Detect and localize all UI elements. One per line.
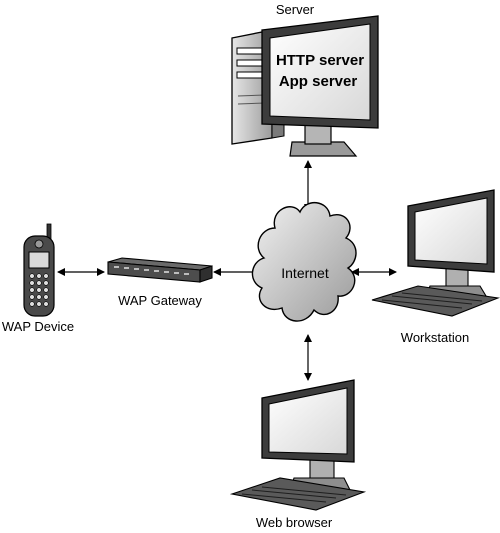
wap-device-label: WAP Device bbox=[2, 319, 74, 334]
workstation-monitor-icon bbox=[407, 189, 495, 297]
workstation-node: Workstation bbox=[371, 189, 500, 345]
wap-gateway-label: WAP Gateway bbox=[118, 293, 202, 308]
server-label: Server bbox=[276, 2, 315, 17]
workstation-label: Workstation bbox=[401, 330, 469, 345]
server-screen-line2: App server bbox=[279, 73, 358, 90]
web-browser-label: Web browser bbox=[256, 515, 333, 530]
phone-icon bbox=[23, 223, 55, 317]
web-browser-node: Web browser bbox=[229, 379, 367, 530]
server-monitor-icon bbox=[261, 15, 379, 157]
internet-label: Internet bbox=[281, 265, 329, 281]
cloud-icon bbox=[251, 202, 357, 322]
internet-node: Internet bbox=[251, 202, 357, 322]
wap-device-node: WAP Device bbox=[2, 223, 74, 334]
gateway-box-icon bbox=[107, 257, 213, 283]
server-screen-line1: HTTP server bbox=[276, 52, 364, 69]
browser-keyboard-icon bbox=[229, 477, 367, 511]
wap-gateway-node: WAP Gateway bbox=[107, 257, 213, 308]
server-node: Server HTTP server App server bbox=[231, 2, 379, 157]
browser-monitor-icon bbox=[261, 379, 355, 491]
workstation-keyboard-icon bbox=[371, 285, 500, 317]
